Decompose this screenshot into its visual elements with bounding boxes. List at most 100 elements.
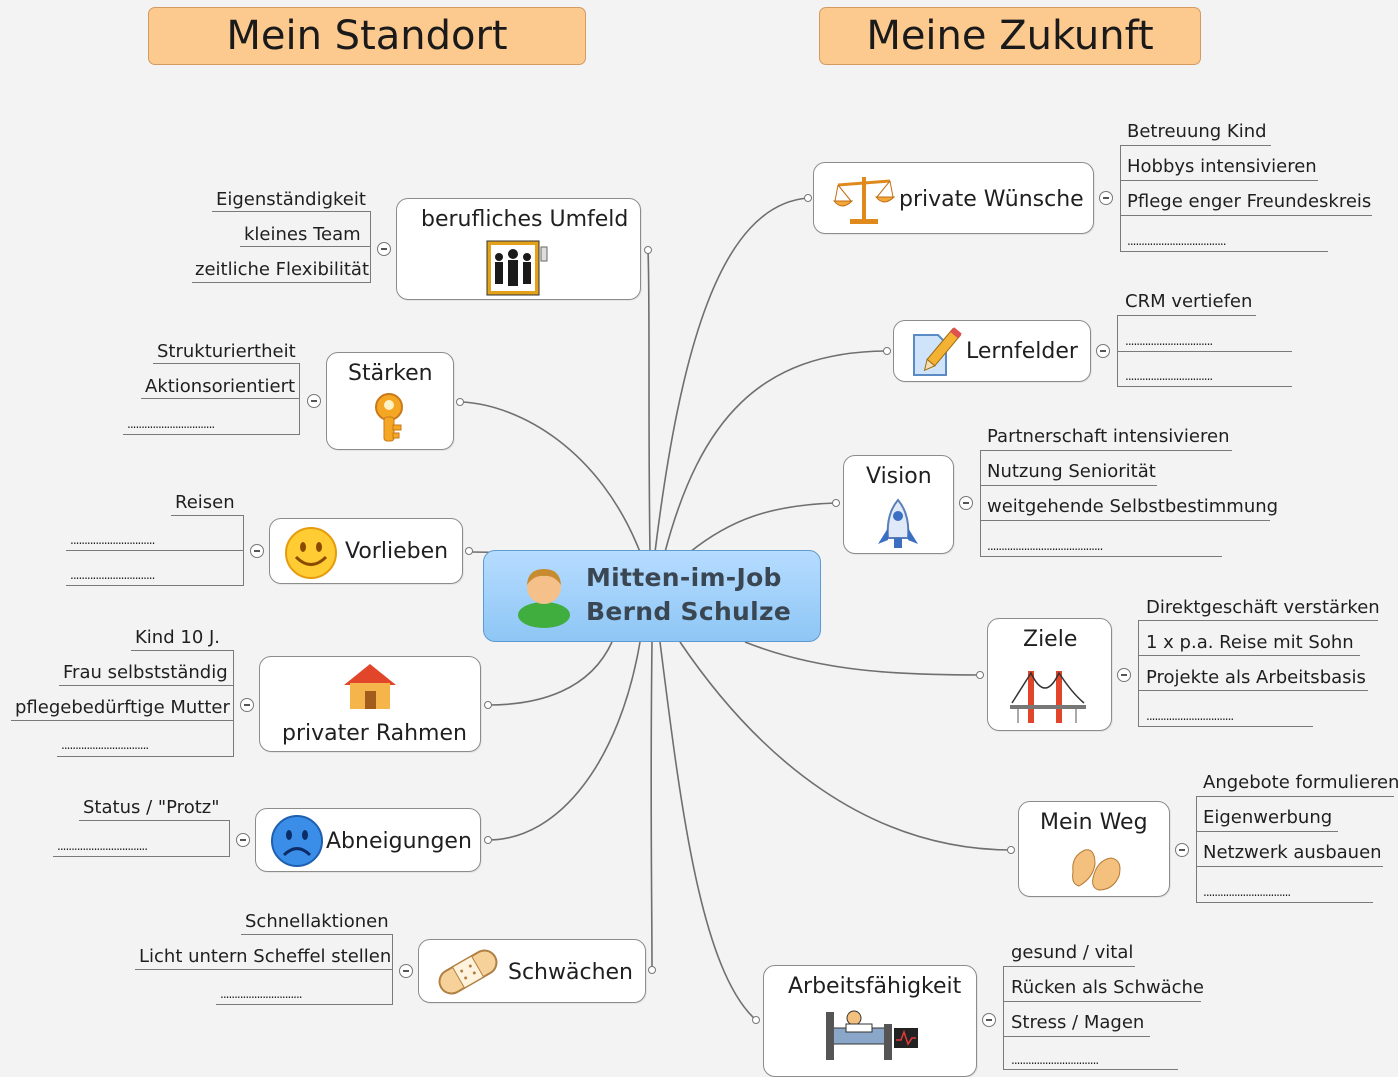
connector-point — [484, 701, 492, 709]
collapse-toggle-mein-weg[interactable] — [1175, 843, 1189, 857]
center-node[interactable]: Mitten-im-Job Bernd Schulze — [483, 550, 821, 642]
node-label: Ziele — [1023, 627, 1078, 652]
leaf-freundeskreis: Pflege enger Freundeskreis — [1127, 191, 1372, 212]
leaf-senioritaet: Nutzung Seniorität — [987, 461, 1156, 482]
smiley-icon — [285, 527, 337, 579]
underline — [1196, 866, 1383, 867]
node-label: Arbeitsfähigkeit — [788, 974, 962, 999]
node-mein-weg[interactable]: Mein Weg — [1018, 801, 1170, 897]
node-berufliches-umfeld[interactable]: berufliches Umfeld — [396, 198, 641, 300]
underline — [66, 585, 244, 586]
underline — [153, 363, 300, 364]
collapse-toggle-ziele[interactable] — [1117, 668, 1131, 682]
collapse-toggle-privater-rahmen[interactable] — [240, 698, 254, 712]
node-label: Abneigungen — [326, 829, 472, 854]
collapse-toggle-berufliches-umfeld[interactable] — [377, 242, 391, 256]
leaf-placeholder: ............................... — [1146, 709, 1234, 723]
collapse-toggle-staerken[interactable] — [307, 394, 321, 408]
node-privater-rahmen[interactable]: privater Rahmen — [259, 656, 481, 752]
underline — [79, 820, 230, 821]
underline — [1003, 1001, 1201, 1002]
collapse-toggle-arbeitsfaehigkeit[interactable] — [982, 1013, 996, 1027]
leaf-placeholder: .............................. — [70, 568, 155, 582]
leaf-partnerschaft: Partnerschaft intensivieren — [987, 426, 1230, 447]
collapse-toggle-abneigungen[interactable] — [236, 833, 250, 847]
bandage-icon — [438, 949, 498, 995]
bracket — [1138, 620, 1139, 726]
leaf-betreuung-kind: Betreuung Kind — [1127, 121, 1267, 142]
leaf-crm-vertiefen: CRM vertiefen — [1125, 291, 1253, 312]
connector-privater-rahmen — [487, 641, 613, 706]
collapse-toggle-schwaechen[interactable] — [399, 964, 413, 978]
underline — [980, 450, 1232, 451]
underline — [212, 211, 371, 212]
collapse-toggle-private-wuensche[interactable] — [1099, 191, 1113, 205]
node-abneigungen[interactable]: Abneigungen — [255, 808, 481, 872]
header-meine-zukunft: Meine Zukunft — [819, 7, 1201, 65]
leaf-placeholder: ............................... — [1203, 885, 1291, 899]
underline — [1117, 386, 1292, 387]
leaf-placeholder: ............................... — [1125, 334, 1213, 348]
connector-point — [456, 398, 464, 406]
leaf-placeholder: ............................. — [220, 987, 303, 1001]
house-icon — [344, 664, 396, 709]
connector-arbeitsfaehigkeit — [659, 641, 757, 1021]
leaf-ruecken: Rücken als Schwäche — [1011, 977, 1204, 998]
node-arbeitsfaehigkeit[interactable]: Arbeitsfähigkeit — [763, 965, 977, 1077]
leaf-placeholder: ............................... — [1125, 369, 1213, 383]
leaf-angebote: Angebote formulieren — [1203, 772, 1398, 793]
node-vision[interactable]: Vision — [843, 455, 954, 554]
bracket — [980, 450, 981, 556]
collapse-toggle-vision[interactable] — [959, 496, 973, 510]
underline — [1120, 180, 1318, 181]
leaf-placeholder: ................................ — [57, 839, 148, 853]
node-label: berufliches Umfeld — [421, 207, 629, 232]
connector-point — [644, 246, 652, 254]
connector-point — [648, 966, 656, 974]
people-group-icon — [486, 240, 548, 296]
node-label: private Wünsche — [899, 187, 1084, 212]
node-vorlieben[interactable]: Vorlieben — [269, 518, 463, 584]
leaf-schnellaktionen: Schnellaktionen — [245, 911, 389, 932]
underline — [11, 720, 234, 721]
key-icon — [375, 393, 403, 442]
collapse-toggle-lernfelder[interactable] — [1096, 344, 1110, 358]
underline — [135, 969, 393, 970]
node-staerken[interactable]: Stärken — [326, 352, 454, 450]
scales-icon — [832, 177, 896, 224]
underline — [66, 550, 244, 551]
node-ziele[interactable]: Ziele — [987, 618, 1112, 731]
connector-staerken — [461, 401, 641, 553]
leaf-aktionsorientiert: Aktionsorientiert — [145, 376, 296, 397]
underline — [131, 650, 234, 651]
connector-vision — [689, 502, 837, 553]
leaf-frau-selbststaendig: Frau selbstständig — [63, 662, 228, 683]
underline — [1138, 726, 1313, 727]
node-label: Vorlieben — [345, 539, 449, 564]
feet-icon — [1072, 849, 1121, 891]
collapse-toggle-vorlieben[interactable] — [250, 544, 264, 558]
bracket — [1003, 966, 1004, 1070]
node-private-wuensche[interactable]: private Wünsche — [813, 162, 1094, 234]
center-title-line2: Bernd Schulze — [586, 597, 792, 626]
leaf-hobbys: Hobbys intensivieren — [1127, 156, 1317, 177]
leaf-direktgeschaeft: Direktgeschäft verstärken — [1146, 597, 1380, 618]
node-lernfelder[interactable]: Lernfelder — [893, 320, 1091, 382]
leaf-selbstbestimmung: weitgehende Selbstbestimmung — [987, 496, 1279, 517]
bracket — [229, 820, 230, 856]
connector-point — [976, 671, 984, 679]
connector-berufliches-umfeld — [647, 249, 651, 553]
connector-point — [804, 194, 812, 202]
leaf-netzwerk: Netzwerk ausbauen — [1203, 842, 1382, 863]
leaf-placeholder: .............................. — [70, 533, 155, 547]
underline — [980, 556, 1222, 557]
leaf-status-protz: Status / "Protz" — [83, 797, 220, 818]
connector-private-wuensche — [654, 197, 809, 553]
leaf-placeholder: ............................... — [127, 417, 215, 431]
node-schwaechen[interactable]: Schwächen — [418, 939, 646, 1003]
leaf-reise-mit-sohn: 1 x p.a. Reise mit Sohn — [1146, 632, 1354, 653]
underline — [141, 398, 300, 399]
node-label: Schwächen — [508, 960, 633, 985]
connector-lernfelder — [664, 350, 887, 553]
connector-ziele — [744, 641, 981, 676]
